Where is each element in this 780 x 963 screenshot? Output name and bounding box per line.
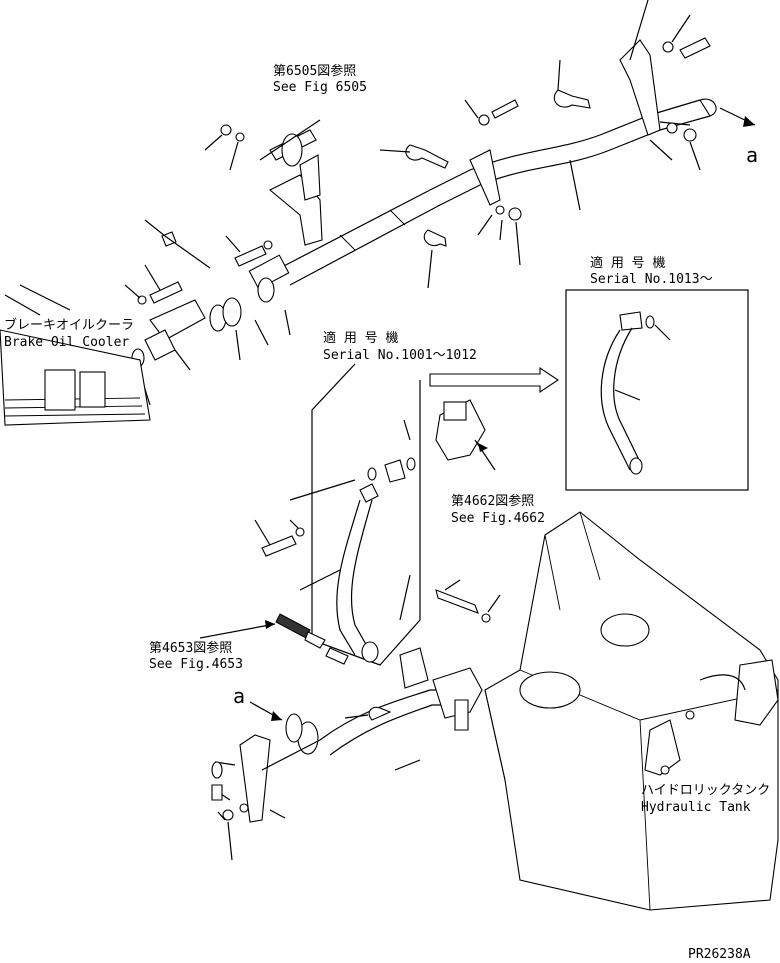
u-clamps-top	[379, 59, 591, 289]
serial-arrow	[429, 366, 559, 394]
ref-6505-en: See Fig 6505	[273, 80, 367, 95]
serial-a-jp: 適 用 号 機	[590, 255, 665, 271]
hyd-tank-jp: ハイドロリックタンク	[641, 783, 770, 798]
ref-4653-en: See Fig.4653	[149, 657, 243, 672]
brake-cooler-jp: ブレーキオイルクーラ	[4, 317, 134, 333]
ref-4662-jp: 第4662図参照	[451, 493, 534, 509]
ref-4653-jp: 第4653図参照	[149, 640, 232, 656]
labels: 第6505図参照 See Fig 6505 適 用 号 機 Serial No.…	[4, 63, 770, 962]
lower-pipe	[285, 579, 501, 771]
brake-oil-cooler	[0, 284, 151, 426]
arrow-a-top: a	[719, 107, 758, 167]
clamp-6505	[204, 119, 323, 246]
top-right-bracket	[619, 0, 711, 171]
ref-4662-en: See Fig.4662	[451, 511, 545, 526]
hyd-tank-en: Hydraulic Tank	[641, 800, 751, 815]
upper-pipe	[248, 98, 717, 303]
serial-b-jp: 適 用 号 機	[323, 330, 398, 346]
serial-box-1001	[254, 363, 421, 666]
valve-4662	[435, 399, 496, 471]
marker-a-top: a	[746, 143, 758, 167]
hydraulic-tank	[484, 511, 779, 911]
serial-b-en: Serial No.1001～1012	[323, 348, 477, 363]
lower-left-bracket	[211, 734, 321, 861]
brake-cooler-en: Brake Oil Cooler	[4, 335, 129, 350]
serial-box-1013	[565, 289, 749, 491]
serial-a-en: Serial No.1013～	[590, 272, 713, 287]
fitting-4653	[275, 613, 349, 665]
middle-top-fasteners	[464, 99, 522, 266]
drawing-number: PR26238A	[688, 947, 751, 962]
marker-a-left: a	[233, 684, 245, 708]
ref-6505-jp: 第6505図参照	[273, 63, 356, 79]
arrow-a-left: a	[233, 684, 283, 721]
coupling-fasteners	[124, 219, 291, 361]
